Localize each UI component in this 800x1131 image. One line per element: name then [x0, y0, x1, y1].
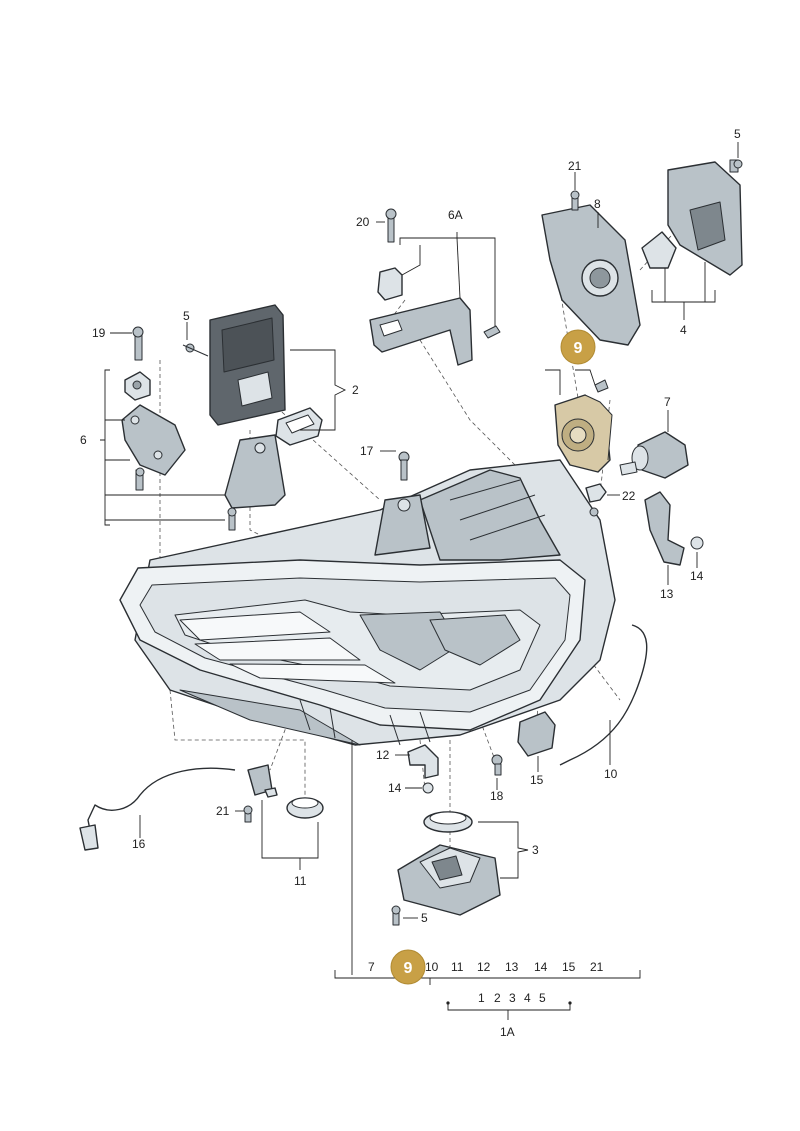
bottom-row-item: 12 [477, 960, 491, 974]
part-11-16 [79, 764, 324, 851]
sub-row-item: 3 [509, 991, 516, 1005]
part-rear-cover [541, 159, 743, 346]
callout-19: 19 [92, 326, 106, 340]
bottom-row-item: 11 [451, 960, 464, 974]
part-6A-bracket [369, 208, 501, 366]
callout-18: 18 [490, 789, 504, 803]
callout-21-top: 21 [568, 159, 582, 173]
sub-row-item: 2 [494, 991, 501, 1005]
part-3-ballast [391, 811, 501, 926]
callout-6A: 6A [448, 208, 463, 222]
badge-label: 9 [574, 340, 583, 357]
callout-7: 7 [664, 395, 671, 409]
part-9-badge-bottom[interactable]: 9 [390, 949, 426, 985]
part-mount-bracket [121, 326, 186, 491]
callout-12: 12 [376, 748, 390, 762]
callout-17: 17 [360, 444, 374, 458]
sub-row-item: 5 [539, 991, 546, 1005]
part-center-bracket [224, 434, 410, 531]
bottom-row-item: 14 [534, 960, 548, 974]
callout-8: 8 [594, 197, 601, 211]
part-control-unit [182, 304, 323, 446]
callout-14-right: 14 [690, 569, 704, 583]
part-12-14-lower [407, 744, 439, 794]
part-10-cable [559, 624, 648, 766]
bottom-number-row: 7 10 11 12 13 14 15 21 1 2 3 4 5 [368, 960, 604, 1005]
bottom-row-item: 15 [562, 960, 576, 974]
callout-5-ecu: 5 [183, 309, 190, 323]
bottom-row-item: 7 [368, 960, 375, 974]
callout-labels: 19 5 2 6 17 20 6A 21 8 5 4 7 22 13 14 10… [80, 127, 741, 1039]
headlight-housing [119, 459, 616, 746]
callout-14-lower: 14 [388, 781, 402, 795]
part-15-18 [491, 711, 556, 776]
bottom-row-item: 13 [505, 960, 519, 974]
part-small-components [585, 483, 704, 566]
badge-label: 9 [404, 960, 413, 977]
part-7-bulb-holder [619, 431, 689, 479]
callout-20: 20 [356, 215, 370, 229]
leader-lines [100, 142, 739, 1020]
callout-11: 11 [294, 874, 307, 888]
sub-row-item: 1 [478, 991, 485, 1005]
callout-10: 10 [604, 767, 618, 781]
callout-5-ballast: 5 [421, 911, 428, 925]
callout-3: 3 [532, 843, 539, 857]
callout-21-lower: 21 [216, 804, 230, 818]
callout-22: 22 [622, 489, 636, 503]
sub-row-item: 4 [524, 991, 531, 1005]
callout-4: 4 [680, 323, 687, 337]
callout-6: 6 [80, 433, 87, 447]
bottom-row-item: 21 [590, 960, 604, 974]
bottom-row-item: 10 [425, 960, 439, 974]
callout-5-top: 5 [734, 127, 741, 141]
part-9-badge-main[interactable]: 9 [560, 329, 596, 365]
callout-15: 15 [530, 773, 544, 787]
callout-13: 13 [660, 587, 674, 601]
callout-16: 16 [132, 837, 146, 851]
callout-1A: 1A [500, 1025, 515, 1039]
callout-2: 2 [352, 383, 359, 397]
part-9-highlighted-module [554, 379, 613, 473]
